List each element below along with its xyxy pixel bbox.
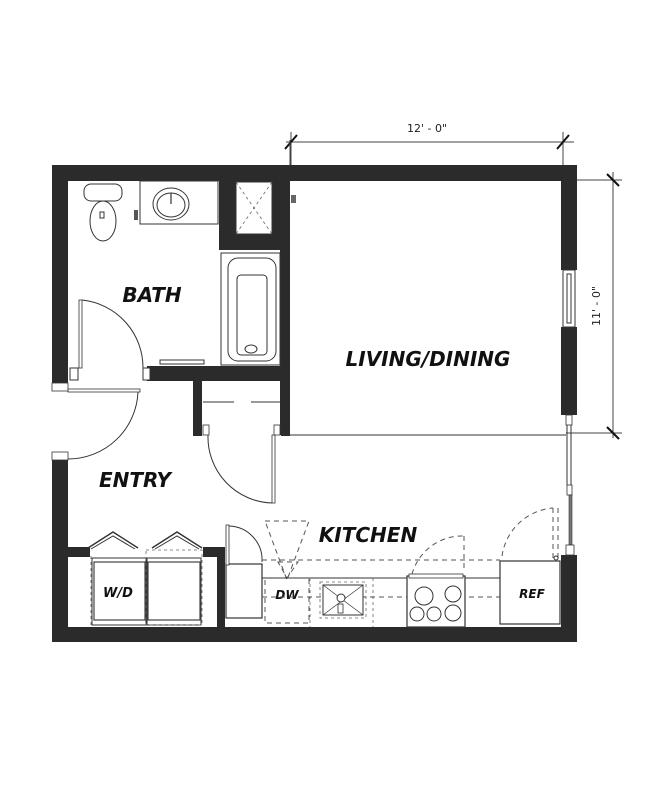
closet-door[interactable] <box>202 424 281 504</box>
room-label-kitchen: KITCHEN <box>319 523 418 547</box>
entry-door[interactable] <box>51 382 141 461</box>
shower <box>235 181 273 235</box>
width-dimension-label: 12' - 0" <box>407 122 447 135</box>
dishwasher <box>264 520 310 624</box>
towel-bar <box>159 359 205 365</box>
laundry <box>68 531 225 627</box>
wall-switch <box>291 195 296 203</box>
refrigerator-label: REF <box>519 587 545 601</box>
bath-door[interactable] <box>69 299 151 381</box>
dimension-depth: 11' - 0" <box>566 172 622 440</box>
dishwasher-label: DW <box>275 588 299 602</box>
dimension-width: 12' - 0" <box>284 122 574 165</box>
kitchen-sink <box>319 581 367 619</box>
vanity-sink <box>134 180 219 225</box>
bathtub <box>220 252 281 366</box>
range-stove <box>406 535 466 628</box>
exterior-walls <box>52 165 577 642</box>
sliding-door-right <box>565 414 575 556</box>
washer-dryer-label: W/D <box>103 586 133 601</box>
depth-dimension-label: 11' - 0" <box>590 286 603 326</box>
room-label-bath: BATH <box>122 283 181 307</box>
window-living <box>562 269 576 328</box>
refrigerator <box>499 507 561 625</box>
room-label-entry: ENTRY <box>99 468 174 492</box>
room-label-living-dining: LIVING/DINING <box>346 347 511 371</box>
toilet <box>83 183 123 242</box>
pantry-cabinet <box>225 524 263 619</box>
